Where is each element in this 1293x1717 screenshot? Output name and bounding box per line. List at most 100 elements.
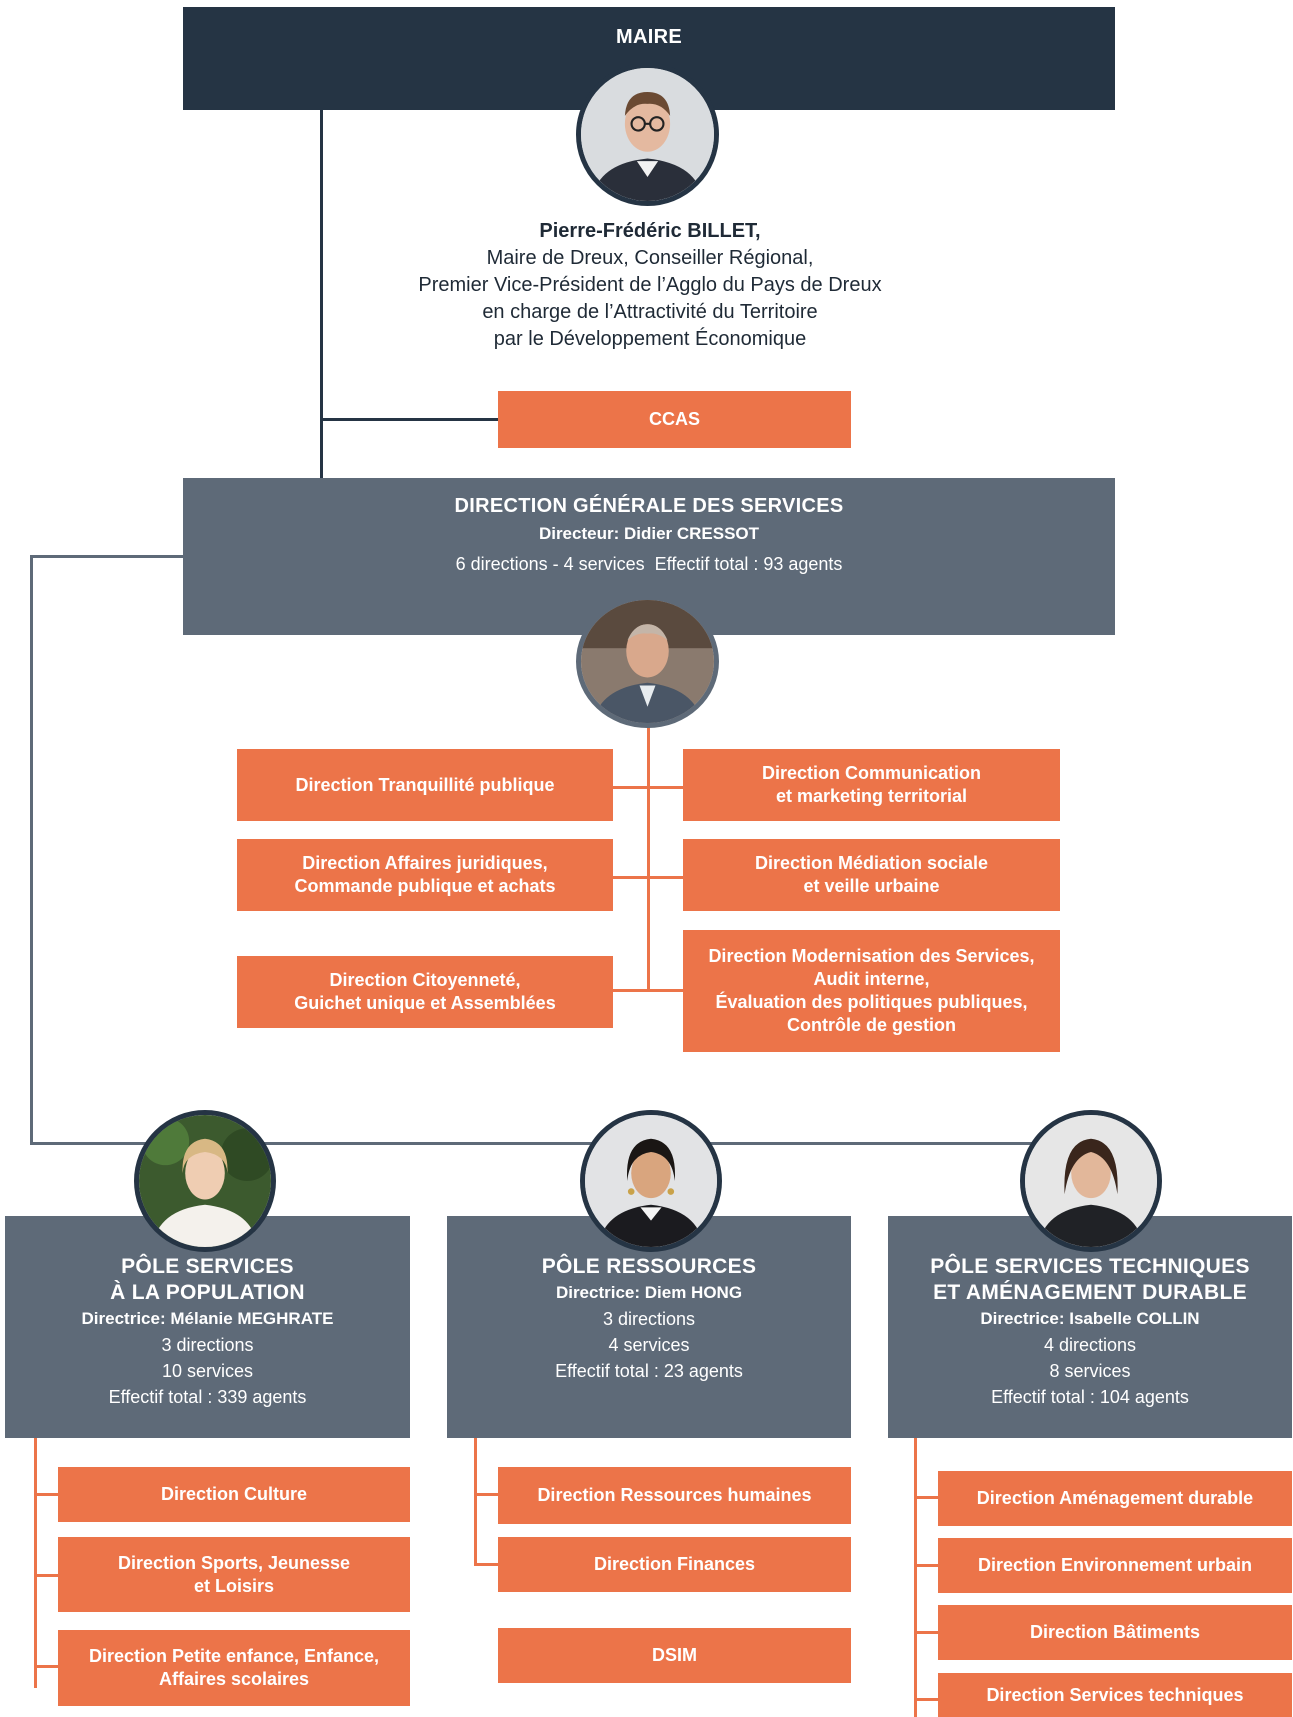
dgs-direction-left-3: Direction Citoyenneté, Guichet unique et…	[237, 956, 613, 1028]
pole-director: Directrice: Mélanie MEGHRATE	[81, 1309, 334, 1328]
pole-stat: 4 services	[608, 1335, 690, 1355]
pole2-direction-1: Direction Ressources humaines	[498, 1467, 851, 1524]
pole-connector-horizontal	[30, 1142, 1110, 1145]
dgs-branch-3	[613, 989, 683, 992]
maire-header-label: MAIRE	[616, 26, 682, 48]
pole3-branch-1	[914, 1496, 938, 1499]
pole3-direction-1: Direction Aménagement durable	[938, 1471, 1292, 1526]
direction-label: Guichet unique et Assemblées	[294, 993, 556, 1013]
maire-name: Pierre-Frédéric BILLET,	[539, 220, 761, 242]
direction-label: et Loisirs	[193, 1575, 275, 1596]
dgs-pole-connector-top	[30, 555, 184, 558]
pole-title: PÔLE RESSOURCES	[541, 1255, 757, 1278]
maire-bio: Pierre-Frédéric BILLET, Maire de Dreux, …	[300, 218, 1000, 353]
pole-title: À LA POPULATION	[110, 1281, 305, 1304]
dgs-branch-2	[613, 876, 683, 879]
direction-label: Direction Sports, Jeunesse	[117, 1552, 351, 1573]
dgs-direction-right-3: Direction Modernisation des Services, Au…	[683, 930, 1060, 1052]
maire-bio-line: Maire de Dreux, Conseiller Régional,	[486, 247, 814, 269]
direction-label: Direction Culture	[160, 1484, 307, 1504]
direction-label: Direction Citoyenneté,	[329, 970, 521, 990]
direction-label: Direction Finances	[593, 1554, 756, 1574]
pole-population-avatar	[134, 1110, 276, 1252]
direction-label: Affaires scolaires	[158, 1669, 310, 1689]
dgs-direction-left-2: Direction Affaires juridiques, Commande …	[237, 839, 613, 911]
maire-bio-line: Premier Vice-Président de l’Agglo du Pay…	[418, 274, 882, 296]
pole1-spine	[34, 1438, 37, 1688]
direction-label: Audit interne,	[813, 969, 930, 989]
ccas-label: CCAS	[648, 409, 700, 429]
dgs-direction-right-1: Direction Communication et marketing ter…	[683, 749, 1060, 821]
pole3-branch-2	[914, 1564, 938, 1567]
dgs-director: Directeur: Didier CRESSOT	[538, 524, 760, 543]
pole1-direction-3: Direction Petite enfance, Enfance, Affai…	[58, 1630, 410, 1706]
pole1-direction-1: Direction Culture	[58, 1467, 410, 1522]
dgs-direction-right-2: Direction Médiation sociale et veille ur…	[683, 839, 1060, 911]
pole2-branch-2	[474, 1563, 498, 1566]
person-icon	[581, 600, 714, 723]
dgs-direction-left-1: Direction Tranquillité publique	[237, 749, 613, 821]
direction-label: Direction Services techniques	[986, 1684, 1244, 1705]
ccas-connector	[320, 418, 498, 421]
person-icon	[581, 68, 714, 201]
dgs-avatar	[576, 595, 719, 728]
pole-title: ET AMÉNAGEMENT DURABLE	[933, 1281, 1247, 1304]
pole-director: Directrice: Isabelle COLLIN	[980, 1309, 1200, 1328]
pole-director: Directrice: Diem HONG	[555, 1283, 743, 1302]
direction-label: Direction Modernisation des Services,	[708, 946, 1035, 966]
pole-stat: 10 services	[161, 1361, 254, 1381]
pole2-direction-3: DSIM	[498, 1628, 851, 1683]
pole-box-techniques: PÔLE SERVICES TECHNIQUES ET AMÉNAGEMENT …	[888, 1216, 1292, 1438]
pole-techniques-avatar	[1020, 1110, 1162, 1252]
direction-label: Direction Ressources humaines	[537, 1485, 812, 1505]
dgs-title: DIRECTION GÉNÉRALE DES SERVICES	[454, 495, 844, 517]
pole3-direction-2: Direction Environnement urbain	[938, 1538, 1292, 1593]
maire-connector-vertical	[320, 110, 323, 480]
pole1-branch-1	[34, 1493, 58, 1496]
person-icon	[1025, 1115, 1157, 1247]
pole-stat: 3 directions	[161, 1335, 254, 1355]
direction-label: et veille urbaine	[803, 876, 940, 896]
direction-label: Commande publique et achats	[294, 876, 556, 896]
pole-stat: 8 services	[1049, 1361, 1131, 1381]
pole3-branch-3	[914, 1631, 938, 1634]
pole2-branch-1	[474, 1493, 498, 1496]
maire-bio-line: par le Développement Économique	[493, 328, 807, 350]
dgs-directions-spine	[647, 725, 650, 992]
pole-stat: Effectif total : 23 agents	[555, 1361, 743, 1381]
person-icon	[585, 1115, 717, 1247]
pole3-direction-4: Direction Services techniques	[938, 1673, 1292, 1717]
dgs-stats: 6 directions - 4 services Effectif total…	[455, 554, 843, 574]
direction-label: Direction Tranquillité publique	[295, 774, 555, 795]
pole-ressources-avatar	[580, 1110, 722, 1252]
pole1-branch-2	[34, 1574, 58, 1577]
pole-stat: Effectif total : 104 agents	[991, 1387, 1189, 1407]
direction-label: Direction Petite enfance, Enfance,	[88, 1646, 380, 1666]
pole3-branch-4	[914, 1698, 938, 1701]
direction-label: Direction Bâtiments	[1029, 1622, 1201, 1642]
direction-label: Direction Affaires juridiques,	[302, 853, 548, 873]
pole-stat: Effectif total : 339 agents	[108, 1387, 307, 1407]
maire-avatar	[576, 63, 719, 206]
direction-label: Direction Environnement urbain	[977, 1555, 1253, 1575]
dgs-branch-1	[613, 786, 683, 789]
direction-label: Direction Communication	[761, 763, 981, 783]
dgs-pole-connector-left	[30, 555, 33, 1145]
pole1-direction-2: Direction Sports, Jeunesse et Loisirs	[58, 1537, 410, 1612]
pole-title: PÔLE SERVICES	[121, 1255, 294, 1278]
pole2-direction-2: Direction Finances	[498, 1537, 851, 1592]
person-icon	[139, 1115, 271, 1247]
pole1-branch-3	[34, 1665, 58, 1668]
pole-title: PÔLE SERVICES TECHNIQUES	[930, 1255, 1250, 1278]
ccas-box: CCAS	[498, 391, 851, 448]
maire-bio-line: en charge de l’Attractivité du Territoir…	[482, 301, 818, 323]
pole2-spine	[474, 1438, 477, 1566]
pole3-spine	[914, 1438, 917, 1717]
direction-label: Contrôle de gestion	[786, 1015, 956, 1035]
pole3-direction-3: Direction Bâtiments	[938, 1605, 1292, 1660]
direction-label: Évaluation des politiques publiques,	[715, 992, 1028, 1012]
direction-label: DSIM	[652, 1645, 697, 1665]
pole-box-population: PÔLE SERVICES À LA POPULATION Directrice…	[5, 1216, 410, 1438]
direction-label: et marketing territorial	[775, 786, 968, 806]
direction-label: Direction Aménagement durable	[976, 1488, 1254, 1508]
